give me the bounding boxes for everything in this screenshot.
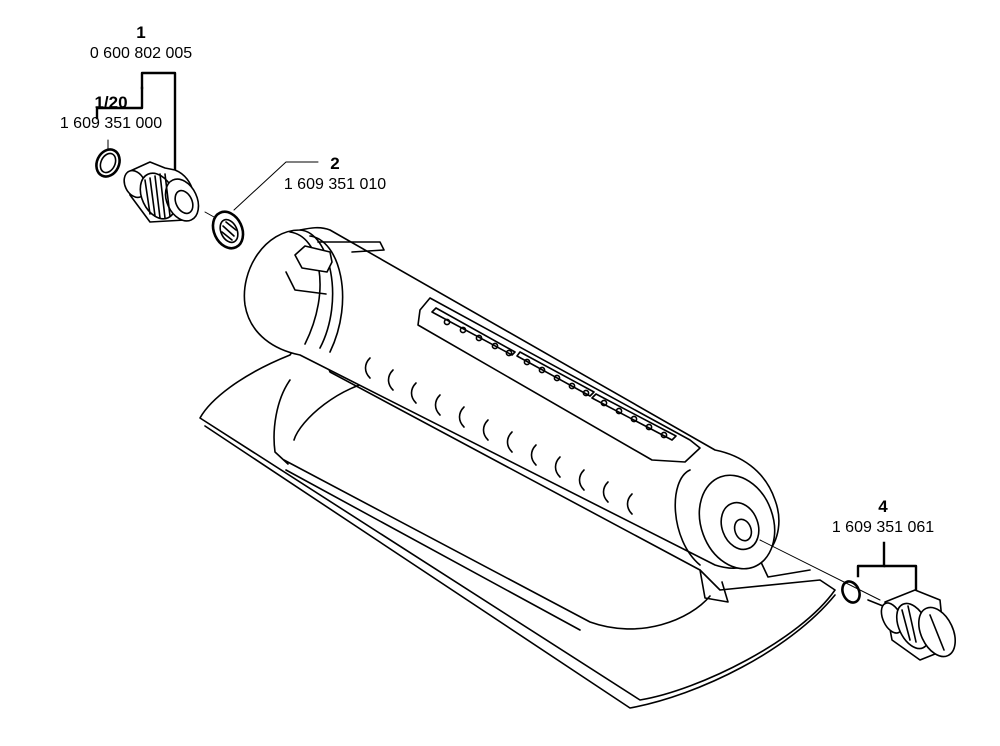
callout-number-4: 4 (878, 497, 888, 516)
callout-number-2: 2 (330, 154, 340, 173)
part-number-4: 1 609 351 061 (831, 519, 935, 536)
part-number-2: 1 609 351 010 (283, 176, 387, 193)
nozzle-holes (443, 318, 668, 439)
bracket-part-4 (856, 541, 918, 602)
part-number-1: 0 600 802 005 (89, 45, 193, 62)
bracket-part-1 (140, 71, 177, 174)
sprinkler-tube (243, 226, 780, 570)
o-ring-part-1-20 (95, 148, 121, 178)
callout-part-1-20: 1/20 1 609 351 000 (46, 94, 176, 132)
tube-ribs (364, 357, 633, 515)
part-number-1-20: 1 609 351 000 (59, 115, 163, 132)
bracket-part-1-20 (95, 86, 144, 120)
hose-connector-part-1 (123, 161, 200, 223)
end-plug-part-4 (841, 580, 956, 661)
callout-number-1-20: 1/20 (94, 93, 128, 112)
callout-part-2: 2 1 609 351 010 (270, 155, 400, 193)
callout-part-4: 4 1 609 351 061 (818, 498, 948, 536)
callout-number-1: 1 (136, 23, 146, 42)
filter-seal-part-2 (204, 210, 245, 250)
callout-part-1: 1 0 600 802 005 (76, 24, 206, 62)
leader-line-2 (233, 161, 319, 211)
